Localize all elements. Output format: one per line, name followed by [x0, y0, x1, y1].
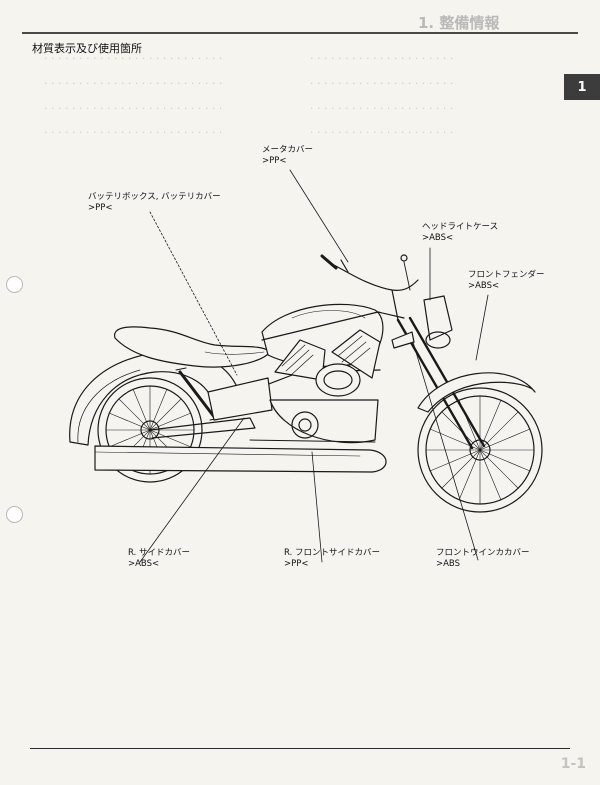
part-material: >PP< — [88, 203, 113, 213]
part-material: >ABS — [436, 559, 461, 569]
callout-meter-cover: メータカバー >PP< — [262, 145, 313, 167]
page-title: 材質表示及び使用箇所 — [32, 42, 142, 55]
part-material: >ABS< — [468, 281, 500, 291]
part-material: >ABS< — [422, 233, 454, 243]
show-through-text: · · · · · · · · · · · · · · · · · · · · … — [310, 52, 454, 65]
part-name: R. サイドカバー — [128, 548, 191, 558]
footer-rule — [30, 748, 570, 749]
section-header-title: 1. 整備情報 — [418, 14, 500, 32]
engine — [269, 329, 381, 444]
part-name: フロントウインカカバー — [436, 548, 530, 558]
part-name: R. フロントサイドカバー — [284, 548, 381, 558]
show-through-text: · · · · · · · · · · · · · · · · · · · · … — [44, 126, 223, 139]
page-number: 1-1 — [560, 756, 586, 772]
callout-front-fender: フロントフェンダー >ABS< — [468, 270, 545, 292]
show-through-text: · · · · · · · · · · · · · · · · · · · · … — [310, 126, 454, 139]
part-material: >ABS< — [128, 559, 160, 569]
show-through-text: · · · · · · · · · · · · · · · · · · · · … — [310, 77, 454, 90]
part-material: >PP< — [262, 156, 287, 166]
binder-hole — [6, 276, 23, 293]
binder-hole — [6, 506, 23, 523]
header-rule — [22, 32, 578, 34]
part-name: メータカバー — [262, 145, 314, 155]
show-through-text: · · · · · · · · · · · · · · · · · · · · … — [310, 102, 454, 115]
callout-r-front-side-cover: R. フロントサイドカバー >PP< — [284, 548, 380, 570]
callout-headlight-case: ヘッドライトケース >ABS< — [422, 222, 498, 244]
leader-lines — [139, 169, 489, 563]
callout-front-winker-cover: フロントウインカカバー >ABS — [436, 548, 530, 570]
part-name: フロントフェンダー — [468, 270, 545, 280]
part-name: ヘッドライトケース — [422, 222, 499, 232]
part-material: >PP< — [284, 559, 309, 569]
callout-battery-box: バッテリボックス, バッテリカバー >PP< — [88, 192, 221, 214]
show-through-text: · · · · · · · · · · · · · · · · · · · · … — [44, 52, 223, 65]
show-through-text: · · · · · · · · · · · · · · · · · · · · … — [44, 102, 223, 115]
show-through-text: · · · · · · · · · · · · · · · · · · · · … — [44, 77, 223, 90]
callout-r-side-cover: R. サイドカバー >ABS< — [128, 548, 190, 570]
chapter-tab: 1 — [564, 74, 600, 100]
part-name: バッテリボックス, バッテリカバー — [88, 192, 221, 202]
front-wheel — [417, 387, 543, 513]
